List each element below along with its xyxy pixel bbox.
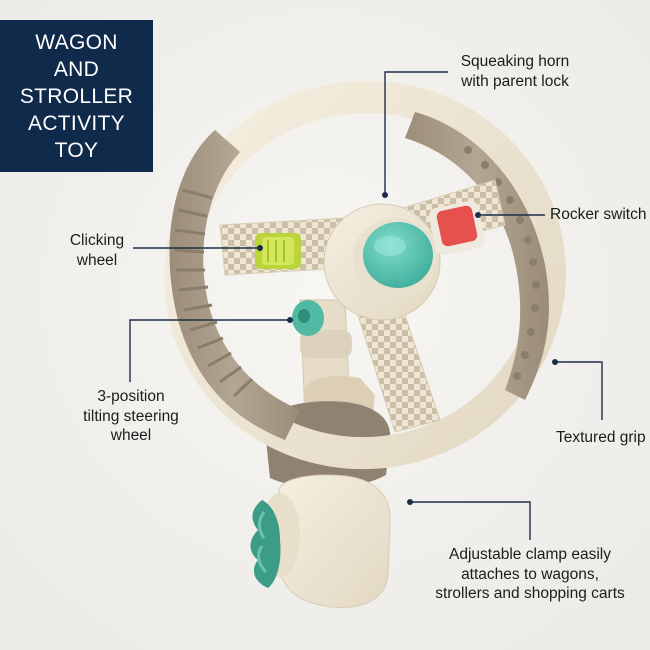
callout-rocker: Rocker switch: [550, 205, 650, 225]
callout-tilting-line: 3-position: [97, 388, 165, 405]
callout-clamp-line: Adjustable clamp easily: [449, 546, 611, 563]
tilt-knob: [292, 300, 324, 336]
callout-clamp: Adjustable clamp easily attaches to wago…: [420, 545, 640, 604]
callout-clamp-line: attaches to wagons,: [461, 565, 599, 583]
steering-wheel: [164, 80, 566, 470]
callout-horn-line: Squeaking horn: [460, 53, 570, 70]
title-line: ACTIVITY: [28, 111, 125, 135]
title-line: WAGON: [35, 30, 118, 54]
clicking-wheel: [255, 233, 301, 269]
grip-ridges: [174, 188, 254, 398]
title-line: STROLLER: [19, 84, 134, 108]
leader-dots: [257, 192, 558, 505]
title-line: TOY: [54, 138, 99, 162]
callout-clicking: Clicking wheel: [58, 231, 136, 270]
grip-bumps: [464, 146, 540, 380]
callout-tilting: 3-position tilting steering wheel: [62, 387, 200, 446]
leader-lines: [129, 71, 603, 540]
callout-grip: Textured grip: [556, 428, 650, 448]
callout-tilting-line: tilting steering: [83, 407, 179, 425]
horn-button: [363, 222, 433, 288]
callout-clicking-line: wheel: [76, 251, 118, 269]
rocker-switch: [429, 200, 485, 256]
title-box: WAGON AND STROLLER ACTIVITY TOY: [0, 20, 153, 172]
callout-horn: Squeaking horn with parent lock: [440, 52, 590, 91]
callout-rocker-line: Rocker switch: [550, 206, 647, 223]
callout-grip-line: Textured grip: [556, 429, 646, 446]
callout-clicking-line: Clicking: [69, 232, 125, 249]
callout-clamp-line: strollers and shopping carts: [435, 585, 625, 602]
callout-horn-line: with parent lock: [461, 72, 569, 90]
callout-tilting-line: wheel: [110, 427, 152, 444]
title-line: AND: [53, 57, 100, 81]
